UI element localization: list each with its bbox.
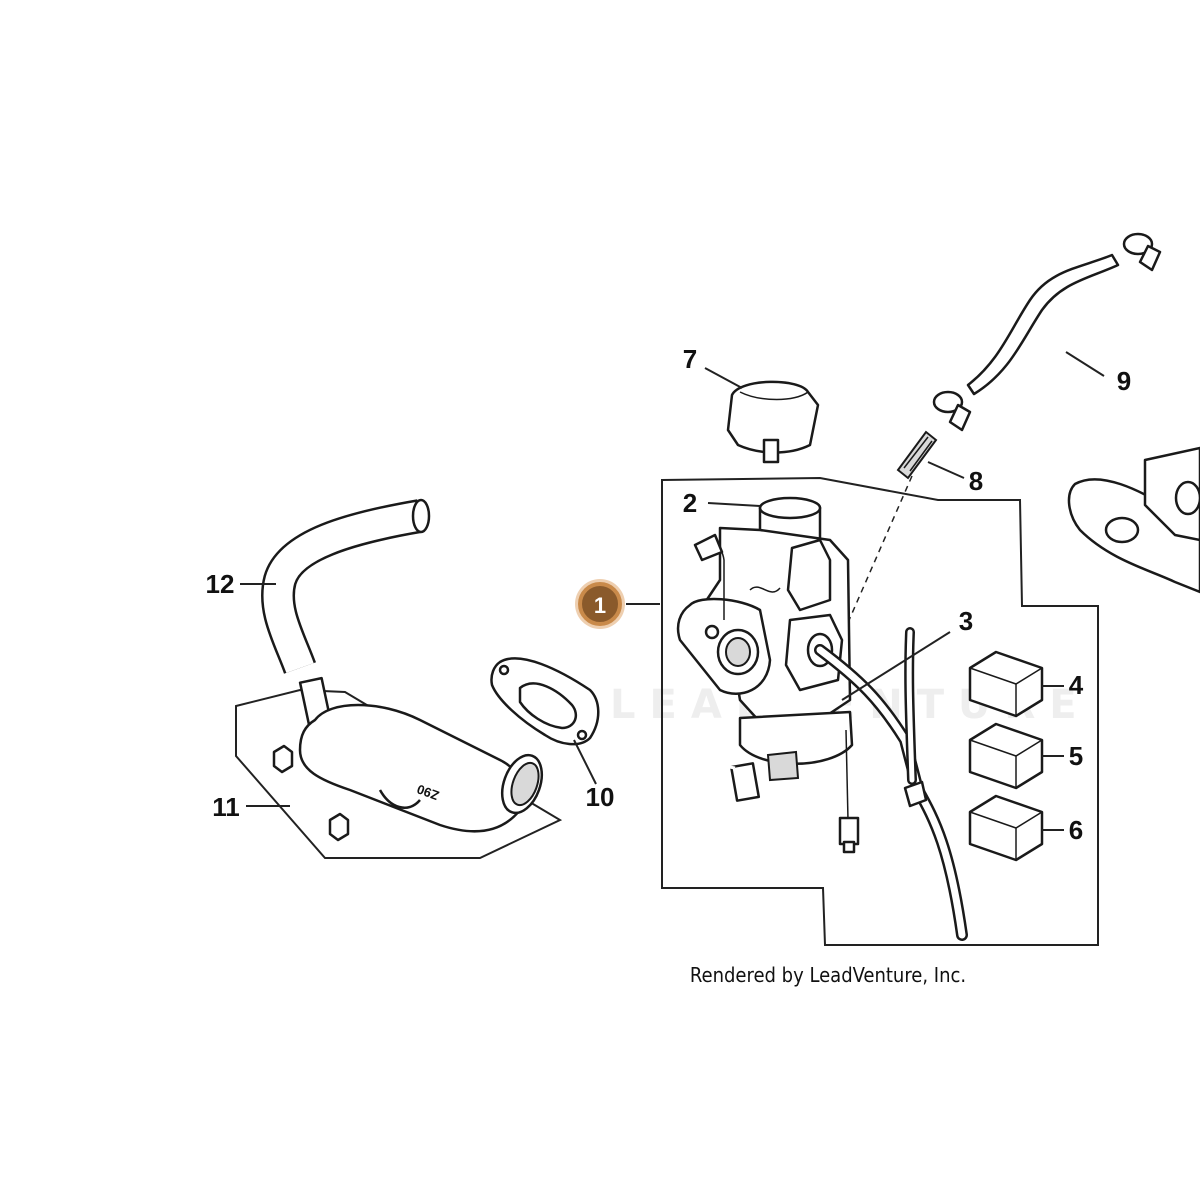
leader-9: [1065, 351, 1105, 377]
filter-screen-part[interactable]: [896, 430, 938, 480]
callout-12[interactable]: 12: [206, 569, 235, 599]
callout-5[interactable]: 5: [1069, 741, 1083, 771]
callout-7[interactable]: 7: [683, 344, 697, 374]
callout-1: 1: [594, 593, 606, 618]
leader-8: [927, 461, 965, 479]
callout-1-badge[interactable]: 1: [575, 579, 625, 629]
gasket-part[interactable]: [490, 657, 600, 746]
carburetor-part[interactable]: [676, 496, 860, 883]
fuel-hose-part[interactable]: [932, 232, 1162, 432]
foam-block-6[interactable]: [968, 794, 1044, 862]
vent-tube-part[interactable]: [814, 627, 968, 941]
leader-2: [707, 502, 761, 507]
foam-block-4[interactable]: [968, 650, 1044, 718]
callout-3[interactable]: 3: [959, 606, 973, 636]
callout-10[interactable]: 10: [586, 782, 615, 812]
callout-9[interactable]: 9: [1117, 366, 1131, 396]
callout-11[interactable]: 11: [212, 792, 240, 822]
callout-2[interactable]: 2: [683, 488, 697, 518]
callout-6[interactable]: 6: [1069, 815, 1083, 845]
callout-1-circle: [578, 582, 622, 626]
leader-3: [841, 631, 951, 701]
credit-line: Rendered by LeadVenture, Inc.: [690, 963, 966, 987]
callout-8[interactable]: 8: [969, 466, 983, 496]
carburetor-assembly-outline: [661, 476, 1099, 946]
leader-10: [573, 739, 597, 785]
intake-duct-part[interactable]: Z90: [272, 676, 549, 842]
gasket-partial: [1067, 446, 1200, 594]
callout-4[interactable]: 4: [1069, 670, 1084, 700]
foam-block-5[interactable]: [968, 722, 1044, 790]
elbow-hose-part[interactable]: [261, 498, 431, 674]
cap-part[interactable]: [726, 380, 820, 464]
leader-7: [704, 367, 743, 389]
part-stamp: Z90: [415, 782, 441, 804]
